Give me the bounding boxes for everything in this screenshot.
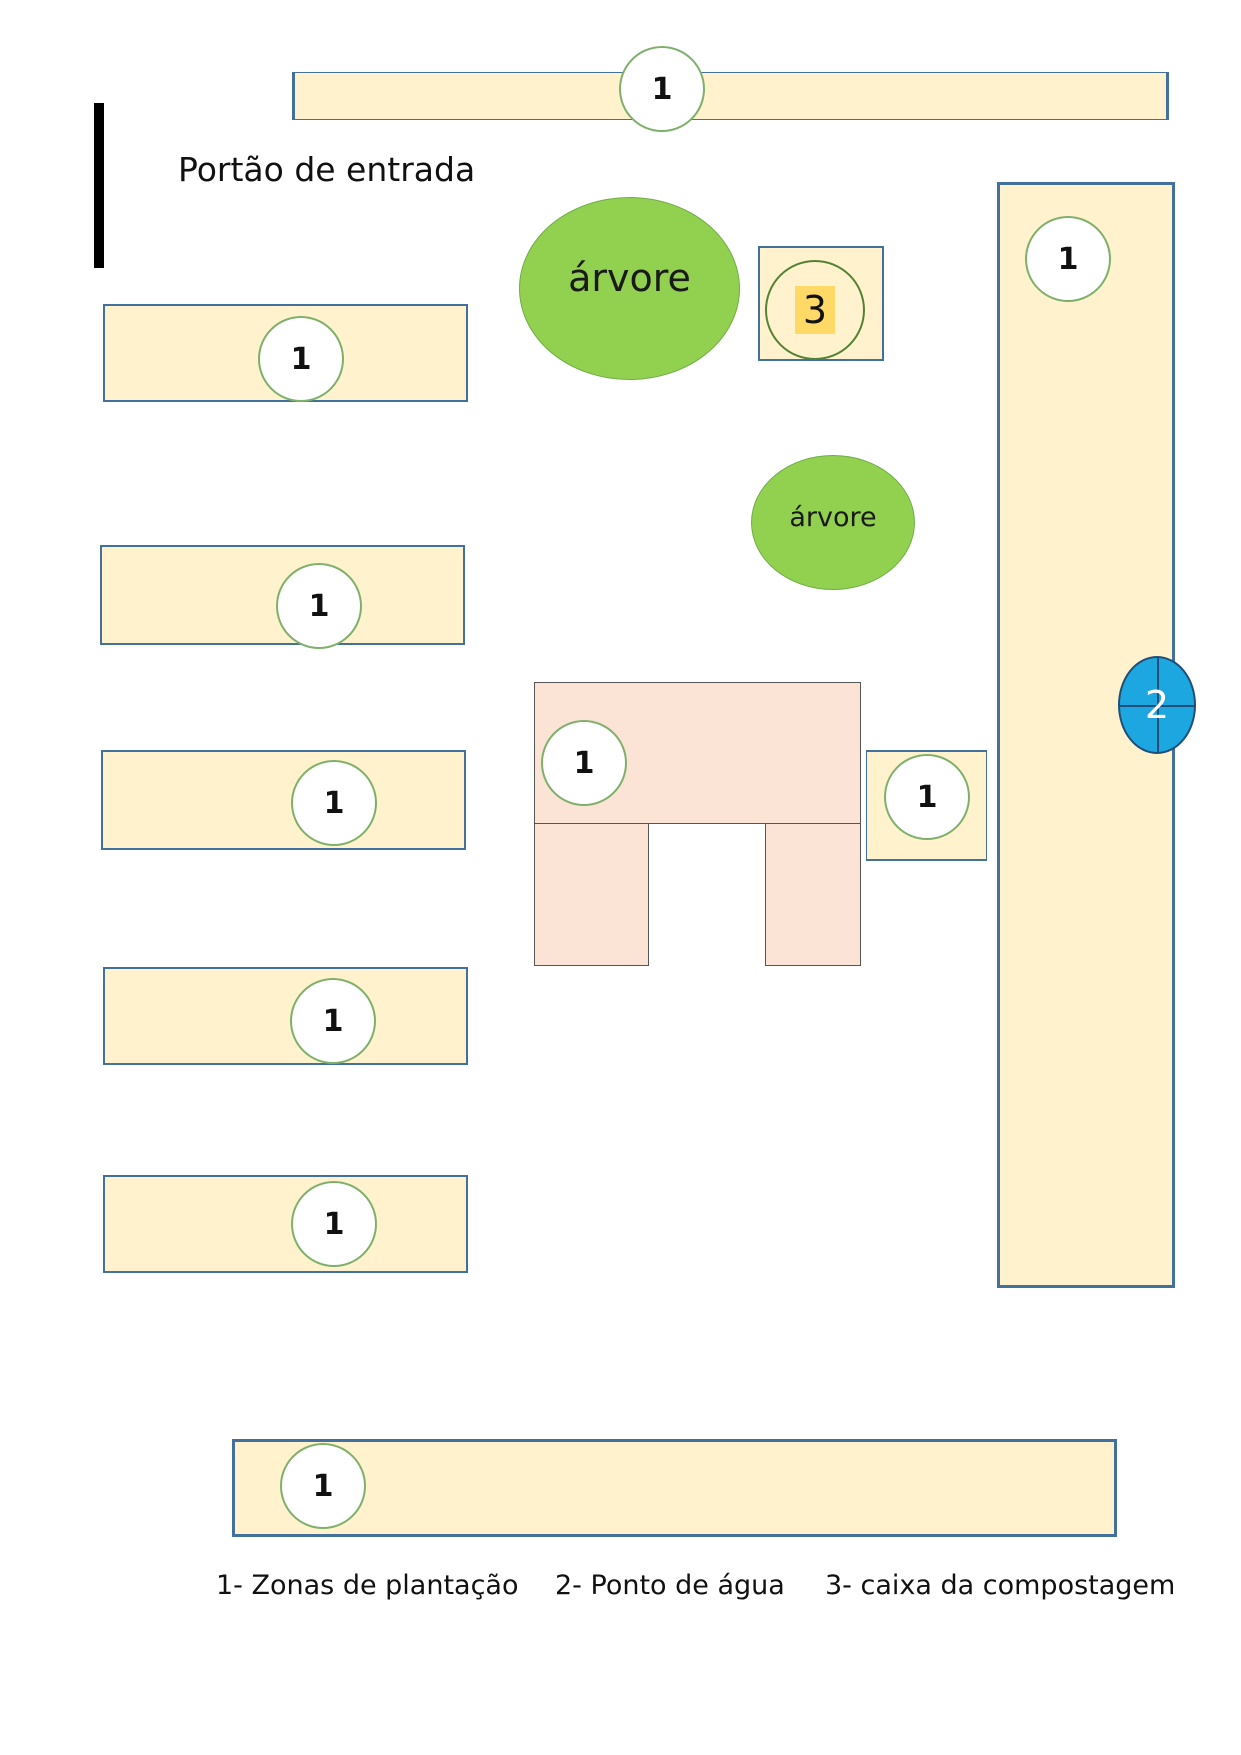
planting-zone-marker: 1 bbox=[290, 978, 376, 1064]
planting-zone-marker: 1 bbox=[258, 316, 344, 402]
central-structure-right-leg bbox=[765, 823, 861, 966]
tree-label: árvore bbox=[568, 255, 691, 300]
legend-planting-zones: 1- Zonas de plantação bbox=[216, 1570, 519, 1601]
legend-compost-box: 3- caixa da compostagem bbox=[825, 1570, 1176, 1601]
planting-bed-top bbox=[292, 72, 1169, 120]
planting-bed-bottom bbox=[232, 1439, 1117, 1537]
tree-small: árvore bbox=[751, 455, 915, 590]
water-point: 2 bbox=[1118, 656, 1196, 754]
planting-bed-left-3 bbox=[101, 750, 466, 850]
planting-zone-marker: 1 bbox=[1025, 216, 1111, 302]
water-point-number: 2 bbox=[1144, 683, 1170, 727]
planting-zone-marker: 1 bbox=[276, 563, 362, 649]
compost-number: 3 bbox=[794, 286, 836, 334]
planting-zone-marker: 1 bbox=[291, 1181, 377, 1267]
planting-bed-left-5 bbox=[103, 1175, 468, 1273]
planting-zone-marker: 1 bbox=[884, 754, 970, 840]
compost-marker: 3 bbox=[765, 260, 865, 360]
legend-water-point: 2- Ponto de água bbox=[555, 1570, 785, 1601]
central-structure-left-leg bbox=[534, 823, 649, 966]
entrance-gate bbox=[94, 103, 104, 268]
planting-zone-marker: 1 bbox=[280, 1443, 366, 1529]
gate-label: Portão de entrada bbox=[178, 150, 476, 189]
planting-zone-marker: 1 bbox=[291, 760, 377, 846]
planting-zone-marker: 1 bbox=[619, 46, 705, 132]
planting-bed-left-4 bbox=[103, 967, 468, 1065]
planting-zone-marker: 1 bbox=[541, 720, 627, 806]
tree-large: árvore bbox=[519, 197, 740, 380]
tree-label: árvore bbox=[789, 502, 877, 533]
